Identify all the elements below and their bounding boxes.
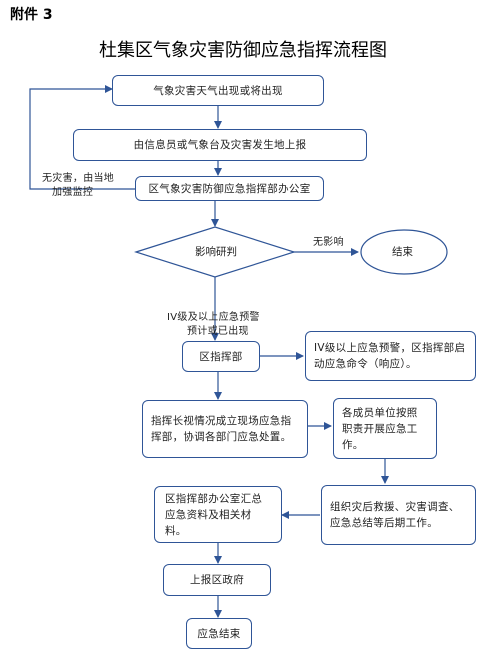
node-report-government: 上报区政府 [163, 564, 271, 596]
node-member-units: 各成员单位按照职责开展应急工作。 [333, 398, 437, 459]
node-response-end: 应急结束 [186, 618, 252, 649]
end-node-shape [360, 229, 448, 275]
node-district-command: 区指挥部 [182, 341, 260, 372]
decision-label: 影响研判 [195, 246, 237, 258]
attachment-label: 附件 3 [10, 7, 53, 23]
edge-label-no-impact: 无影响 [313, 237, 344, 248]
node-command-office: 区气象灾害防御应急指挥部办公室 [135, 176, 324, 201]
edge-label-warning-2: 预计或已出现 [187, 326, 249, 337]
node-disaster-weather: 气象灾害天气出现或将出现 [112, 75, 324, 106]
edge-label-warning-1: IV级及以上应急预警 [167, 312, 260, 323]
edge-label-no-disaster-1: 无灾害，由当地 [42, 173, 115, 184]
edge-n3-loop-back [29, 85, 135, 190]
node-warning-launch: IV级以上应急预警，区指挥部启动应急命令（响应）。 [305, 331, 476, 381]
node-field-command: 指挥长视情况成立现场应急指挥部，协调各部门应急处置。 [142, 400, 308, 458]
end-node-label: 结束 [392, 246, 413, 258]
decision-diamond [134, 226, 296, 278]
node-post-disaster: 组织灾后救援、灾害调查、应急总结等后期工作。 [321, 485, 476, 545]
page-title: 杜集区气象灾害防御应急指挥流程图 [99, 40, 387, 61]
edge-label-no-disaster-2: 加强监控 [52, 187, 94, 198]
node-report-source: 由信息员或气象台及灾害发生地上报 [73, 129, 367, 161]
node-office-summary: 区指挥部办公室汇总应急资料及相关材料。 [154, 486, 282, 543]
